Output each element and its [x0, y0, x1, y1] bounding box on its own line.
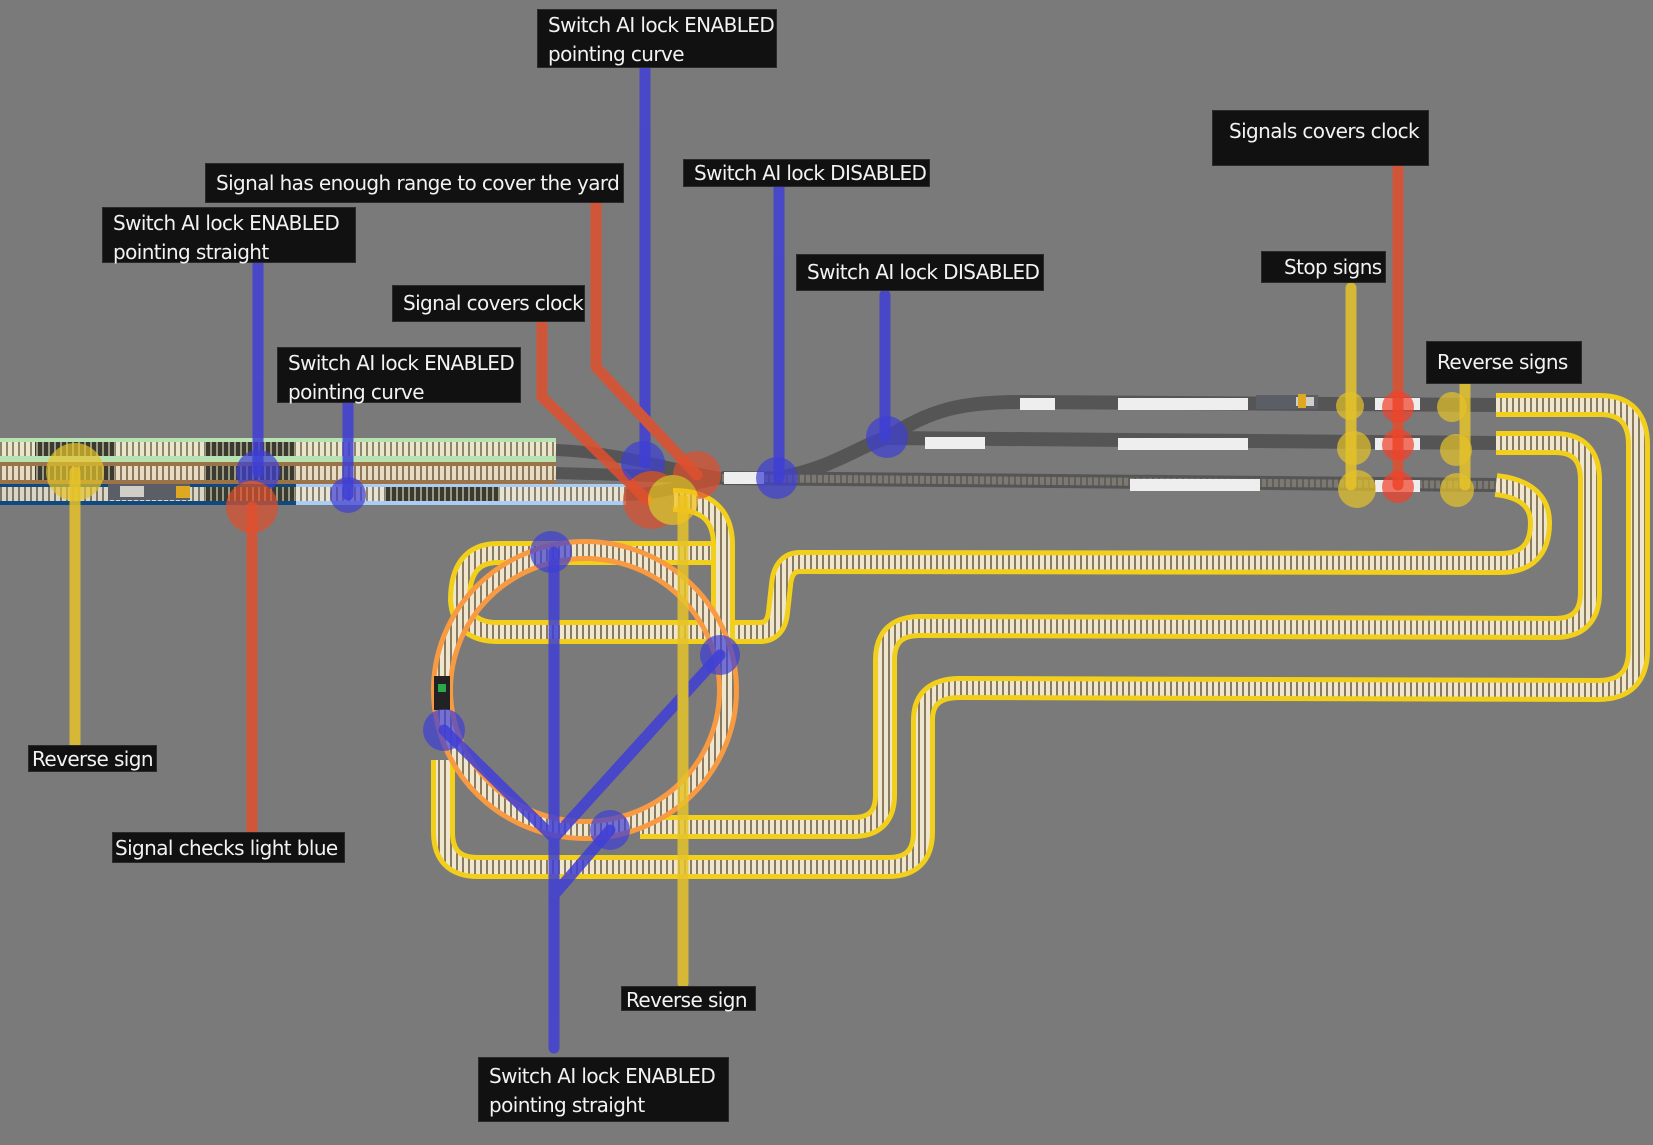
switch-marker[interactable]: [700, 635, 740, 675]
leader-signal-range-yard: [590, 197, 703, 481]
highlighted-tracks-yellow: [431, 393, 1650, 879]
switch-marker[interactable]: [423, 709, 465, 751]
label-line: Stop signs: [1284, 255, 1382, 279]
stop-sign-marker[interactable]: [1338, 470, 1376, 508]
label-signal-covers-clock: Signal covers clock: [392, 285, 585, 322]
label-line: Signals covers clock: [1229, 119, 1420, 143]
label-line: pointing straight: [113, 240, 269, 264]
signal-marker[interactable]: [1382, 391, 1414, 423]
switch-marker[interactable]: [590, 810, 630, 850]
label-line: pointing curve: [548, 42, 685, 66]
label-line: Reverse sign: [626, 988, 748, 1012]
label-line: Reverse sign: [32, 747, 154, 771]
label-line: pointing curve: [288, 380, 425, 404]
reversing-loop-orange: [431, 539, 739, 841]
loop-locomotive: [434, 676, 450, 710]
label-switch-left-straight: Switch AI lock ENABLED pointing straight: [102, 207, 356, 264]
label-stop-signs: Stop signs: [1261, 251, 1386, 283]
label-line: Switch AI lock ENABLED: [489, 1064, 716, 1088]
reverse-sign-marker[interactable]: [1440, 473, 1474, 507]
label-line: Reverse signs: [1437, 350, 1568, 374]
label-line: Switch AI lock ENABLED: [548, 13, 775, 37]
signal-marker[interactable]: [1382, 471, 1414, 503]
switch-marker[interactable]: [756, 457, 798, 499]
markers: [46, 391, 1474, 850]
label-line: Signal checks light blue: [115, 836, 338, 860]
label-line: Signal covers clock: [403, 291, 584, 315]
label-line: Switch AI lock DISABLED: [807, 260, 1040, 284]
stop-sign-marker[interactable]: [1337, 431, 1371, 465]
switch-marker[interactable]: [530, 531, 572, 573]
reverse-sign-marker[interactable]: [1437, 392, 1467, 422]
label-reverse-sign-left: Reverse sign: [28, 745, 157, 772]
label-signals-covers-clock: Signals covers clock: [1212, 110, 1429, 166]
label-line: Signal has enough range to cover the yar…: [216, 171, 620, 195]
leader-signal-covers-clock: [536, 316, 653, 506]
label-line: Switch AI lock DISABLED: [694, 161, 927, 185]
switch-marker[interactable]: [330, 477, 366, 513]
label-reverse-signs: Reverse signs: [1426, 341, 1582, 384]
label-switch-disabled-2: Switch AI lock DISABLED: [796, 254, 1044, 291]
label-signal-checks-light-blue: Signal checks light blue: [112, 832, 345, 863]
label-switch-top-curve: Switch AI lock ENABLED pointing curve: [537, 9, 777, 68]
label-line: Switch AI lock ENABLED: [113, 211, 340, 235]
signal-marker[interactable]: [226, 481, 278, 533]
label-switch-left-curve: Switch AI lock ENABLED pointing curve: [277, 347, 521, 404]
stop-sign-marker[interactable]: [1336, 392, 1364, 420]
reverse-sign-marker[interactable]: [1440, 434, 1472, 466]
reverse-sign-marker[interactable]: [46, 443, 104, 501]
label-line: pointing straight: [489, 1093, 645, 1117]
label-reverse-sign-bottom: Reverse sign: [621, 986, 756, 1012]
label-signal-range-yard: Signal has enough range to cover the yar…: [205, 163, 624, 203]
label-switch-bottom-straight: Switch AI lock ENABLED pointing straight: [478, 1057, 729, 1122]
leader-switch-bottom-diag-1: [438, 649, 726, 844]
reverse-sign-marker[interactable]: [648, 475, 698, 525]
signal-marker[interactable]: [1382, 429, 1414, 461]
switch-marker[interactable]: [866, 416, 908, 458]
label-switch-disabled-1: Switch AI lock DISABLED: [683, 159, 930, 187]
label-line: Switch AI lock ENABLED: [288, 351, 515, 375]
